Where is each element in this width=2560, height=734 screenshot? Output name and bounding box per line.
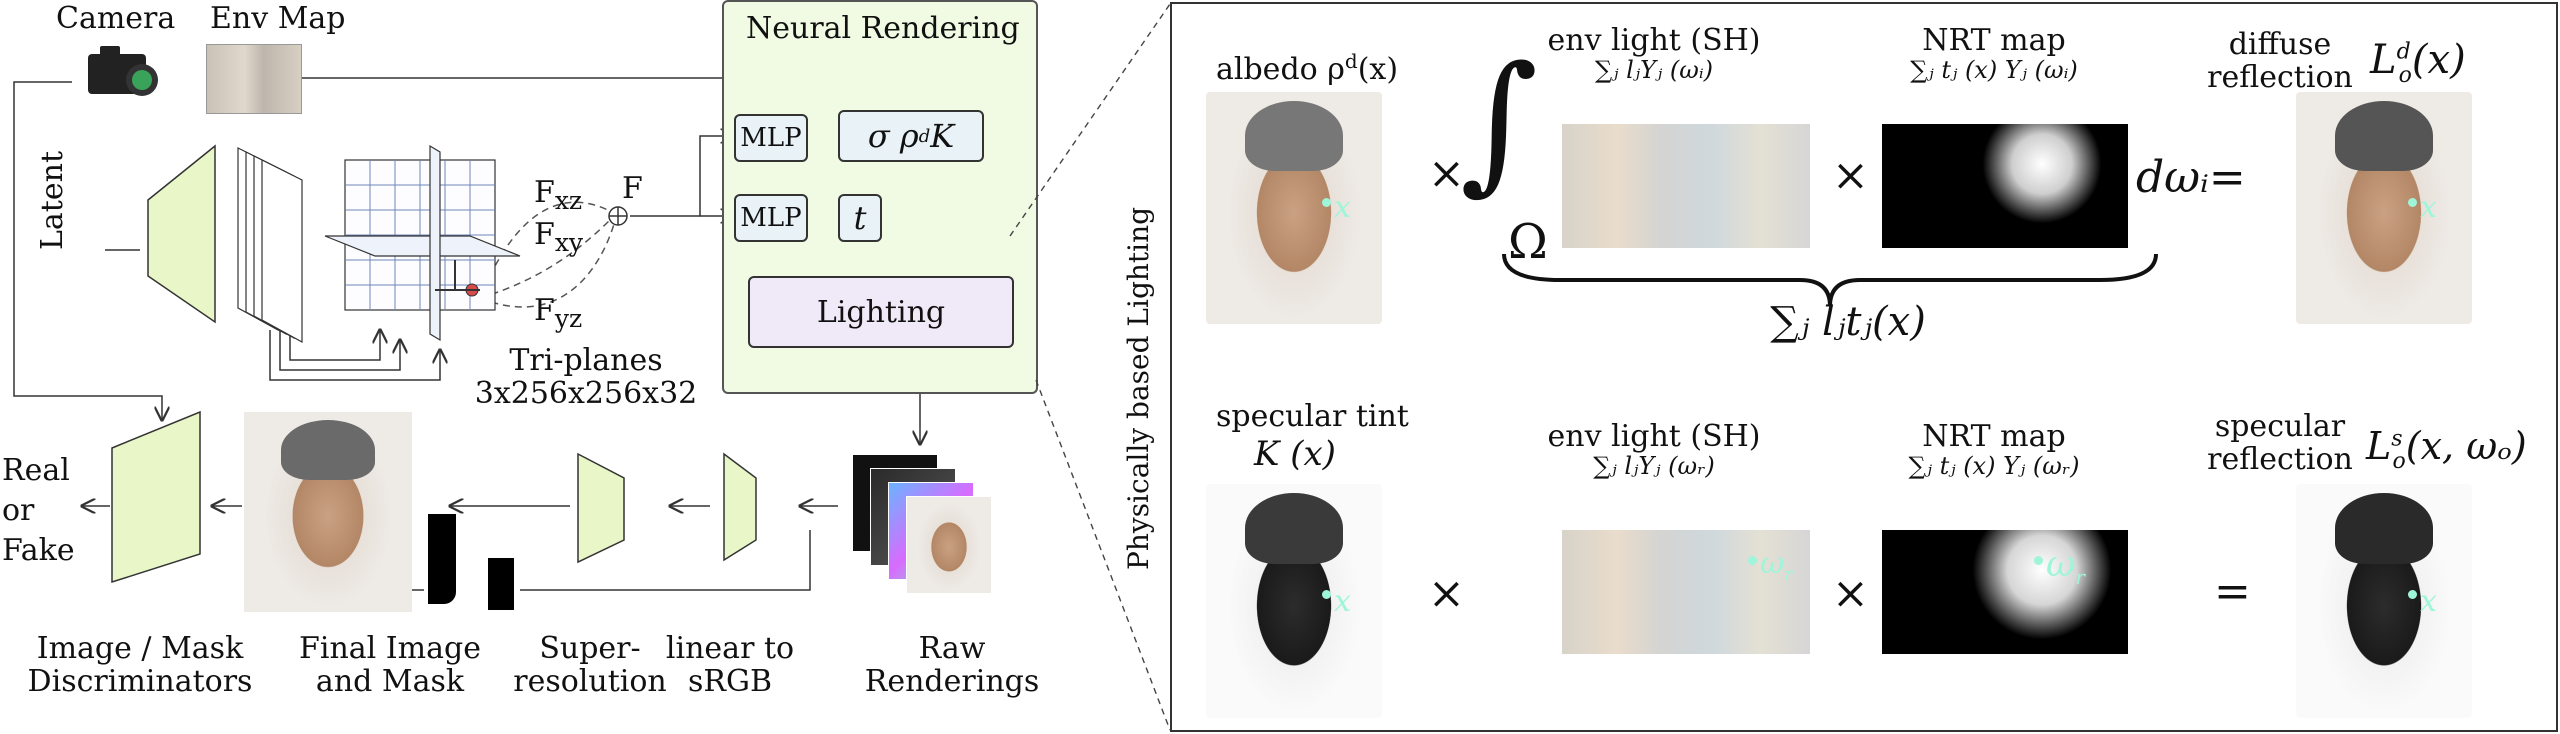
final-mask	[424, 514, 520, 610]
integral-sign: ∫	[1460, 35, 1539, 209]
env-light-top-image	[1562, 124, 1810, 248]
times-1: ×	[1428, 148, 1465, 199]
times-2: ×	[1832, 150, 1869, 201]
specular-reflection-image: x	[2296, 484, 2472, 718]
camera-label: Camera	[56, 1, 176, 36]
nrt-map-top-image	[1882, 124, 2128, 248]
camera-icon	[88, 46, 158, 96]
f-yz-label: Fyz	[534, 293, 583, 333]
env-light-bottom-image: ωr	[1562, 530, 1810, 654]
pipeline-connectors	[13, 46, 1170, 734]
f-label: F	[622, 171, 643, 206]
specular-tint-formula: K (x)	[1254, 434, 1336, 474]
albedo-image: x	[1206, 92, 1382, 324]
mlp-node-2: MLP	[734, 194, 808, 242]
times-4: ×	[1832, 568, 1869, 619]
zoom-lines	[1009, 3, 1171, 731]
brace-formula: ∑ⱼ lⱼtⱼ(x)	[1770, 299, 1926, 345]
f-xz-label: Fxz	[534, 175, 583, 215]
underbrace	[1502, 253, 2158, 307]
nrt-map-bottom-label: NRT map ∑ⱼ tⱼ (x) Yⱼ (ωᵣ)	[1908, 419, 2080, 480]
specular-tint-image: x	[1206, 484, 1382, 718]
albedo-label: albedo ρd(x)	[1216, 49, 1399, 87]
linear-to-srgb-shape	[723, 452, 757, 562]
super-resolution-shape	[577, 452, 625, 564]
feature-planes	[237, 147, 303, 344]
specular-tint-label: specular tint	[1216, 399, 1409, 434]
diffuse-reflection-image: x	[2296, 92, 2472, 324]
discriminator-shape	[111, 410, 201, 584]
d-omega-label: dωᵢ=	[2136, 152, 2246, 203]
nrt-map-bottom-image: ωr	[1882, 530, 2128, 654]
raw-renderings-stack	[852, 454, 1012, 594]
env-light-bottom-label: env light (SH) ∑ⱼ lⱼYⱼ (ωᵣ)	[1547, 419, 1761, 480]
env-map-label: Env Map	[210, 1, 346, 36]
t-node: t	[838, 194, 882, 242]
times-3: ×	[1428, 568, 1465, 619]
omega-subscript: Ω	[1508, 214, 1548, 270]
neural-rendering-title: Neural Rendering	[746, 11, 1020, 46]
pbl-side-label: Physically based Lighting	[1122, 206, 1155, 570]
fake-label: Fake	[2, 533, 75, 568]
triplanes-grid	[324, 144, 521, 342]
final-image	[244, 412, 412, 612]
specular-formula: Lso(x, ωₒ)	[2366, 424, 2527, 474]
lighting-node: Lighting	[748, 276, 1014, 348]
f-xy-label: Fxy	[534, 217, 584, 257]
latent-label: Latent	[35, 151, 70, 250]
equals-bottom: =	[2214, 566, 2251, 617]
diffuse-formula: Ldo(x)	[2370, 37, 2466, 88]
or-label: or	[2, 493, 35, 528]
super-resolution-label: Super-resolution	[513, 631, 667, 699]
generator-shape	[147, 144, 216, 324]
env-light-top-label: env light (SH) ∑ⱼ lⱼYⱼ (ωᵢ)	[1547, 23, 1761, 84]
nrt-map-top-label: NRT map ∑ⱼ tⱼ (x) Yⱼ (ωᵢ)	[1910, 23, 2078, 84]
real-label: Real	[2, 453, 70, 488]
mlp-node-1: MLP	[734, 114, 808, 162]
env-map-thumbnail	[206, 44, 302, 114]
